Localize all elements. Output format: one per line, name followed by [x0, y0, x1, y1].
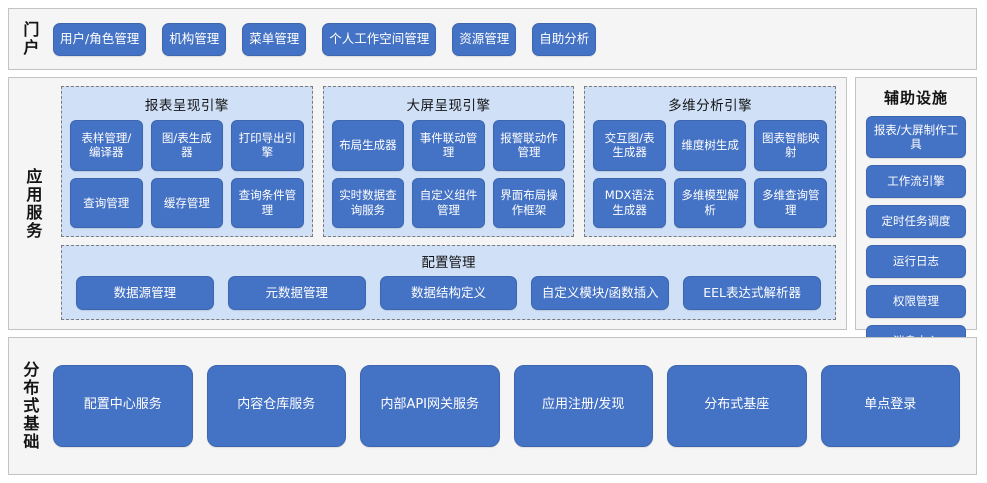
auxiliary-facilities-items: 报表/大屏制作工具 工作流引擎 定时任务调度 运行日志 权限管理 消息中心: [866, 116, 966, 358]
config-item-metadata-management[interactable]: 元数据管理: [227, 275, 366, 310]
infra-button-app-registration-discovery[interactable]: 应用注册/发现: [513, 364, 653, 447]
infra-button-internal-api-gateway-service[interactable]: 内部API网关服务: [360, 364, 500, 447]
engine-item-layout-generator[interactable]: 布局生成器: [331, 120, 405, 171]
distributed-infrastructure-button-group: 配置中心服务 内容仓库服务 内部API网关服务 应用注册/发现 分布式基座 单点…: [49, 338, 970, 474]
engine-item-chart-table-generator[interactable]: 图/表生成器: [150, 120, 224, 171]
portal-section: 门户 用户/角色管理 机构管理 菜单管理 个人工作空间管理 资源管理 自助分析: [8, 8, 977, 70]
engine-dashboard-rendering: 大屏呈现引擎 布局生成器 事件联动管理 报警联动作管理 实时数据查询服务 自定义…: [322, 86, 575, 237]
engine-items-report-rendering: 表样管理/编译器 图/表生成器 打印导出引擎 查询管理 缓存管理 查询条件管理: [70, 120, 304, 228]
engine-items-dashboard-rendering: 布局生成器 事件联动管理 报警联动作管理 实时数据查询服务 自定义组件管理 界面…: [331, 120, 566, 228]
portal-button-personal-workspace-management[interactable]: 个人工作空间管理: [322, 22, 437, 56]
engine-item-cache-management[interactable]: 缓存管理: [150, 177, 224, 228]
aux-item-report-dashboard-authoring-tool[interactable]: 报表/大屏制作工具: [866, 116, 966, 158]
engine-item-print-export-engine[interactable]: 打印导出引擎: [231, 120, 304, 171]
configuration-management-items: 数据源管理 元数据管理 数据结构定义 自定义模块/函数插入 EEL表达式解析器: [72, 275, 825, 312]
engine-item-chart-smart-mapping[interactable]: 图表智能映射: [754, 120, 827, 171]
engine-multidimensional-analysis: 多维分析引擎 交互图/表生成器 维度树生成 图表智能映射 MDX语法生成器 多维…: [584, 86, 837, 237]
infra-button-distributed-base[interactable]: 分布式基座: [667, 364, 807, 447]
engine-title-dashboard-rendering: 大屏呈现引擎: [406, 98, 491, 114]
aux-item-scheduled-task-scheduling[interactable]: 定时任务调度: [866, 205, 966, 238]
engine-item-template-management-compiler[interactable]: 表样管理/编译器: [70, 120, 143, 171]
portal-button-self-service-analysis[interactable]: 自助分析: [532, 22, 597, 56]
engine-item-multidimensional-model-parsing[interactable]: 多维模型解析: [673, 177, 747, 228]
engine-item-interactive-chart-table-generator[interactable]: 交互图/表生成器: [593, 120, 666, 171]
configuration-management-group: 配置管理 数据源管理 元数据管理 数据结构定义 自定义模块/函数插入 EEL表达…: [61, 245, 836, 320]
config-item-data-structure-definition[interactable]: 数据结构定义: [379, 275, 518, 310]
auxiliary-facilities-title: 辅助设施: [883, 89, 948, 107]
engine-item-mdx-syntax-generator[interactable]: MDX语法生成器: [593, 177, 666, 228]
portal-button-resource-management[interactable]: 资源管理: [452, 22, 517, 56]
distributed-infrastructure-section: 分布式基础 配置中心服务 内容仓库服务 内部API网关服务 应用注册/发现 分布…: [8, 337, 977, 475]
infra-button-single-sign-on[interactable]: 单点登录: [820, 364, 960, 447]
engine-item-ui-layout-operation-framework[interactable]: 界面布局操作框架: [492, 177, 566, 228]
engine-item-alarm-linkage-action-management[interactable]: 报警联动作管理: [492, 120, 566, 171]
config-item-datasource-management[interactable]: 数据源管理: [76, 275, 214, 310]
portal-button-menu-management[interactable]: 菜单管理: [242, 22, 307, 56]
portal-button-group: 用户/角色管理 机构管理 菜单管理 个人工作空间管理 资源管理 自助分析: [49, 22, 970, 56]
auxiliary-facilities-section: 辅助设施 报表/大屏制作工具 工作流引擎 定时任务调度 运行日志 权限管理 消息…: [855, 77, 977, 358]
engine-title-report-rendering: 报表呈现引擎: [144, 98, 229, 114]
engine-item-event-linkage-management[interactable]: 事件联动管理: [412, 120, 485, 171]
engine-group-row: 报表呈现引擎 表样管理/编译器 图/表生成器 打印导出引擎 查询管理 缓存管理 …: [61, 86, 837, 237]
engine-item-dimension-tree-generation[interactable]: 维度树生成: [673, 120, 747, 171]
aux-item-runtime-log[interactable]: 运行日志: [866, 245, 966, 278]
portal-button-user-role-management[interactable]: 用户/角色管理: [53, 22, 147, 56]
portal-section-label: 门户: [20, 21, 40, 57]
portal-button-org-management[interactable]: 机构管理: [162, 22, 227, 56]
aux-item-workflow-engine[interactable]: 工作流引擎: [866, 165, 966, 198]
config-item-custom-module-function-insertion[interactable]: 自定义模块/函数插入: [531, 275, 670, 310]
engine-item-query-management[interactable]: 查询管理: [70, 177, 143, 228]
engine-item-query-condition-management[interactable]: 查询条件管理: [231, 177, 304, 228]
engine-item-multidimensional-query-management[interactable]: 多维查询管理: [754, 177, 827, 228]
engine-title-multidimensional-analysis: 多维分析引擎: [668, 98, 753, 114]
infra-button-config-center-service[interactable]: 配置中心服务: [53, 364, 193, 447]
application-services-section: 应用服务 报表呈现引擎 表样管理/编译器 图/表生成器 打印导出引擎 查询管理 …: [8, 77, 847, 330]
configuration-management-title: 配置管理: [421, 255, 476, 271]
engine-report-rendering: 报表呈现引擎 表样管理/编译器 图/表生成器 打印导出引擎 查询管理 缓存管理 …: [61, 86, 313, 237]
engine-items-multidimensional-analysis: 交互图/表生成器 维度树生成 图表智能映射 MDX语法生成器 多维模型解析 多维…: [593, 120, 827, 228]
config-item-eel-expression-parser[interactable]: EEL表达式解析器: [683, 275, 821, 310]
distributed-infrastructure-label: 分布式基础: [20, 361, 40, 451]
application-services-body: 报表呈现引擎 表样管理/编译器 图/表生成器 打印导出引擎 查询管理 缓存管理 …: [55, 78, 846, 329]
aux-item-permission-management[interactable]: 权限管理: [866, 285, 966, 318]
application-services-label: 应用服务: [23, 167, 43, 240]
middle-band: 应用服务 报表呈现引擎 表样管理/编译器 图/表生成器 打印导出引擎 查询管理 …: [8, 77, 977, 358]
engine-item-realtime-data-query-service[interactable]: 实时数据查询服务: [331, 177, 405, 228]
engine-item-custom-component-management[interactable]: 自定义组件管理: [412, 177, 485, 228]
infra-button-content-repository-service[interactable]: 内容仓库服务: [206, 364, 346, 447]
